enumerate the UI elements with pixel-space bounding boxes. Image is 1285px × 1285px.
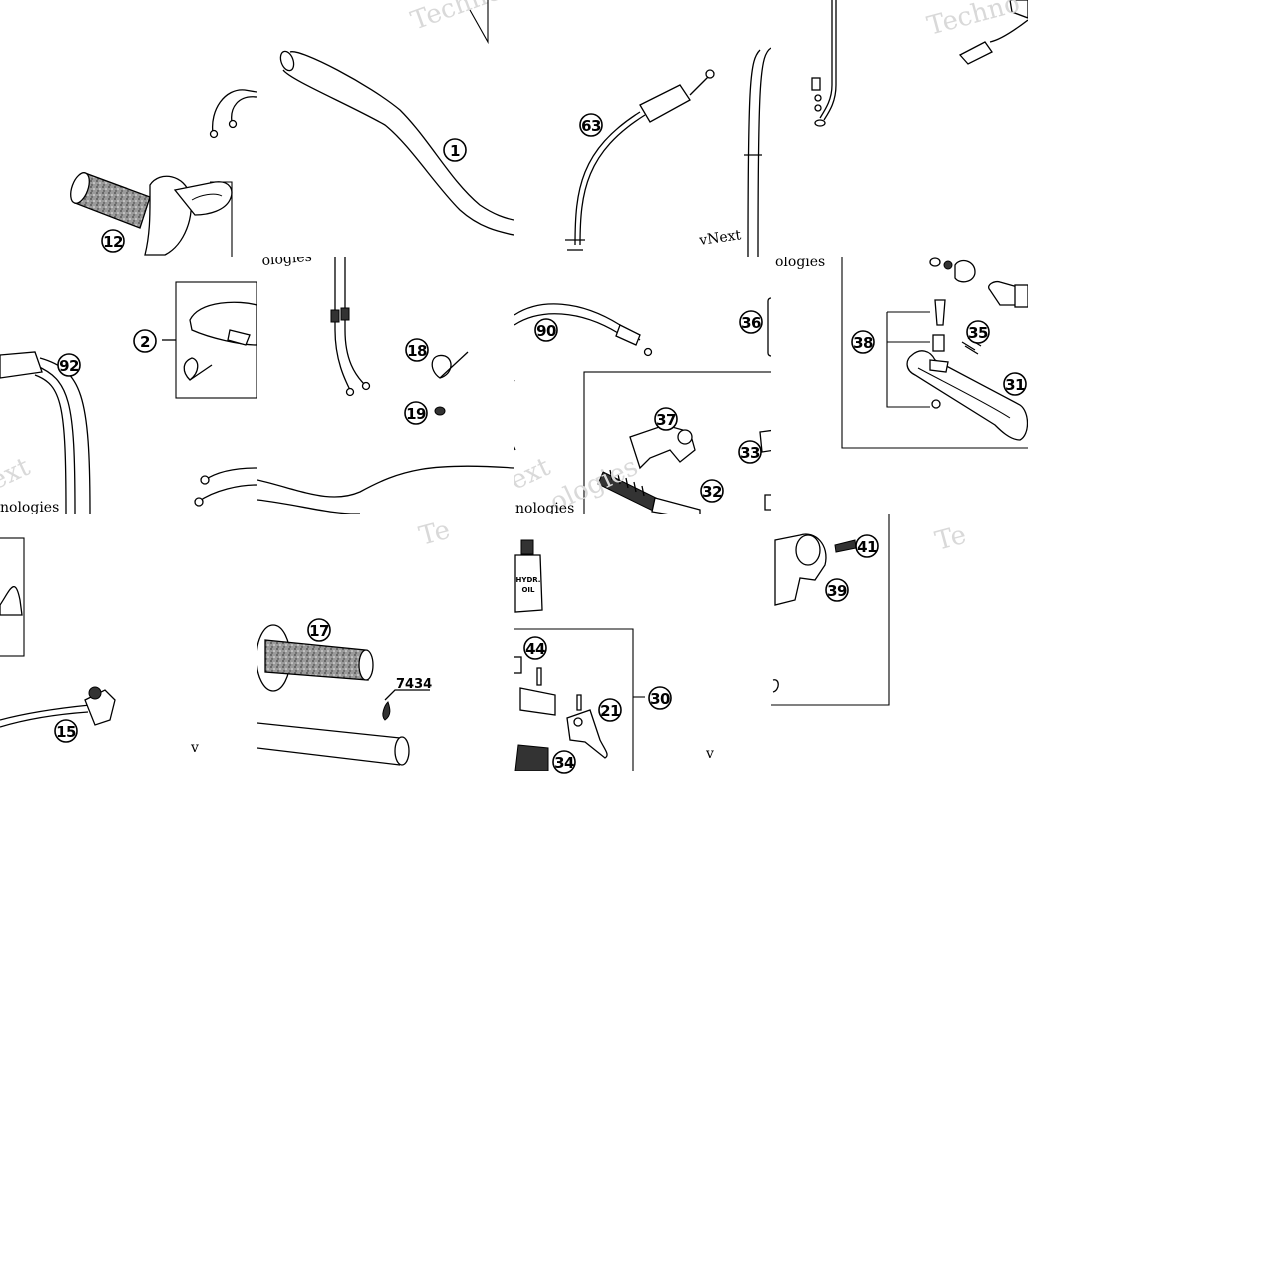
callout-37: 37 — [654, 407, 678, 431]
tile-clutch-master: HYDR. OIL v — [514, 539, 714, 771]
svg-text:nologies: nologies — [515, 501, 574, 517]
part-number-label: 7434 — [396, 677, 432, 692]
svg-text:Te: Te — [416, 515, 453, 552]
cable-tie — [431, 354, 452, 379]
throttle-cable — [574, 111, 641, 246]
svg-text:37: 37 — [656, 411, 676, 429]
svg-text:12: 12 — [103, 233, 123, 251]
tile-handlebar: Techno — [279, 0, 514, 236]
callout-38: 38 — [851, 330, 875, 354]
svg-text:18: 18 — [407, 342, 427, 360]
oil-label: HYDR. — [516, 576, 541, 584]
svg-text:17: 17 — [309, 622, 329, 640]
callout-18: 18 — [405, 338, 429, 362]
throttle-grip — [70, 172, 233, 257]
svg-text:36: 36 — [741, 314, 761, 332]
svg-text:Te: Te — [932, 520, 969, 557]
svg-text:92: 92 — [59, 357, 79, 375]
svg-text:41: 41 — [857, 538, 877, 556]
callout-19: 19 — [404, 401, 428, 425]
svg-text:34: 34 — [554, 754, 574, 772]
callout-17: 17 — [307, 618, 331, 642]
callout-32: 32 — [700, 479, 724, 503]
tile-brake-lever: ologies vNe — [761, 202, 1028, 449]
callout-41: 41 — [855, 534, 879, 558]
callout-92: 92 — [57, 353, 81, 377]
callout-90: 90 — [534, 318, 558, 342]
tile-clutch-parts: ext ologies nologies — [514, 297, 771, 517]
callout-30: 30 — [648, 686, 672, 710]
callout-63: 63 — [579, 113, 603, 137]
svg-text:Techno: Techno — [407, 0, 506, 37]
handlebar-left-end — [257, 722, 401, 739]
svg-text:OIL: OIL — [521, 586, 535, 594]
callout-2: 2 — [133, 329, 157, 353]
svg-text:v: v — [705, 746, 714, 762]
grommet — [434, 406, 446, 416]
tile-throttle-cable: vNext — [565, 47, 771, 257]
callout-21: 21 — [598, 698, 622, 722]
callout-36: 36 — [739, 310, 763, 334]
svg-text:31: 31 — [1005, 376, 1025, 394]
svg-text:44: 44 — [525, 640, 545, 658]
svg-text:ologies: ologies — [261, 249, 312, 269]
svg-text:ext: ext — [0, 452, 35, 497]
callout-33: 33 — [738, 440, 762, 464]
svg-text:v: v — [190, 740, 199, 756]
tile-clutch-cable: Techno — [811, 0, 1028, 127]
lever-pin — [934, 299, 946, 326]
svg-text:ologies: ologies — [775, 254, 825, 270]
svg-text:63: 63 — [581, 117, 601, 135]
svg-text:32: 32 — [702, 483, 722, 501]
tile-left-grip: Te — [257, 515, 453, 766]
handlebar — [289, 51, 514, 221]
cable-ends — [209, 89, 257, 139]
svg-text:90: 90 — [536, 322, 556, 340]
callout-39: 39 — [825, 578, 849, 602]
glue-drop — [382, 701, 391, 721]
svg-text:vNext: vNext — [697, 227, 742, 249]
callout-12: 12 — [101, 229, 125, 253]
svg-text:1: 1 — [450, 142, 460, 160]
tile-cable-ties: ologies — [257, 249, 514, 514]
callout-15: 15 — [54, 719, 78, 743]
svg-text:19: 19 — [406, 405, 426, 423]
svg-text:38: 38 — [853, 334, 873, 352]
tile-throttle-grip — [70, 89, 257, 257]
svg-text:Techno: Techno — [924, 0, 1023, 42]
callout-1: 1 — [443, 138, 467, 162]
svg-text:2: 2 — [140, 333, 150, 351]
oil-bottle — [514, 554, 543, 613]
svg-text:nologies: nologies — [0, 500, 59, 516]
callout-35: 35 — [966, 320, 990, 344]
svg-text:15: 15 — [56, 723, 76, 741]
tile-throttle-cables-lower: ext nologies — [0, 281, 257, 516]
callout-layer: 1212151718192130313233343536373839414463… — [54, 113, 1027, 774]
callout-44: 44 — [523, 636, 547, 660]
svg-text:35: 35 — [968, 324, 988, 342]
svg-text:39: 39 — [827, 582, 847, 600]
watermark-tile2: Techno — [407, 0, 506, 37]
svg-text:vNe: vNe — [761, 202, 822, 252]
svg-text:33: 33 — [740, 444, 760, 462]
svg-text:30: 30 — [650, 690, 670, 708]
tile-kill-switch: v — [0, 537, 199, 756]
svg-text:21: 21 — [600, 702, 620, 720]
callout-34: 34 — [552, 750, 576, 774]
callout-31: 31 — [1003, 372, 1027, 396]
switch-cable — [0, 704, 91, 721]
